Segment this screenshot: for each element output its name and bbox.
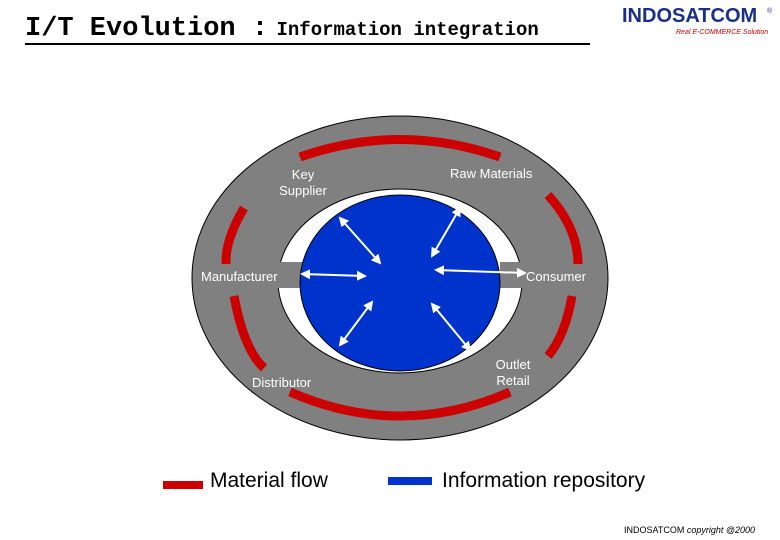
copyright-company: INDOSATCOM bbox=[624, 525, 685, 535]
indosatcom-logo: INDOSATCOM ® Real E-COMMERCE Solution bbox=[622, 5, 772, 41]
copyright-text: copyright @2000 bbox=[686, 525, 756, 535]
arrow-manufacturer bbox=[300, 269, 367, 281]
information-repository bbox=[299, 194, 501, 372]
flow-arc-upper-left bbox=[221, 205, 248, 265]
legend-swatch-information-repository bbox=[388, 477, 432, 485]
legend-material-flow: Material flow bbox=[210, 469, 328, 492]
legend-information-repository: Information repository bbox=[442, 469, 646, 492]
flow-arc-bottom bbox=[288, 387, 512, 421]
flow-arc-lower-left bbox=[229, 295, 268, 372]
flow-arc-top bbox=[298, 135, 502, 162]
logo-tagline: Real E-COMMERCE Solution bbox=[676, 29, 769, 36]
label-distributor: Distributor bbox=[252, 375, 312, 390]
arrow-consumer bbox=[434, 265, 527, 278]
information-arrows bbox=[300, 206, 527, 352]
label-consumer: Consumer bbox=[526, 269, 586, 284]
copyright-notice: INDOSATCOM copyright @2000 bbox=[624, 525, 755, 535]
flow-arc-upper-right bbox=[544, 191, 583, 265]
logo-wordmark: INDOSATCOM bbox=[622, 5, 758, 27]
arrow-distributor bbox=[338, 300, 374, 347]
flow-arc-lower-right bbox=[544, 295, 577, 359]
arrow-key-supplier bbox=[338, 216, 382, 265]
legend-swatch-material-flow bbox=[163, 481, 203, 489]
label-raw-materials: Raw Materials bbox=[450, 166, 533, 181]
title-subtitle: Information integration bbox=[276, 19, 539, 41]
page-title: I/T Evolution : Information integration bbox=[25, 14, 539, 44]
title-underline bbox=[25, 43, 590, 45]
label-outlet-retail: Outlet Retail bbox=[495, 357, 531, 388]
logo-registered-mark: ® bbox=[767, 8, 773, 15]
title-main: I/T Evolution : bbox=[25, 14, 269, 44]
label-key-supplier: Key Supplier bbox=[279, 167, 327, 198]
material-flow-arcs bbox=[221, 135, 583, 421]
arrow-raw-materials bbox=[430, 206, 462, 258]
left-connector bbox=[276, 262, 304, 288]
label-manufacturer: Manufacturer bbox=[201, 269, 278, 284]
arrow-outlet-retail bbox=[430, 302, 472, 352]
